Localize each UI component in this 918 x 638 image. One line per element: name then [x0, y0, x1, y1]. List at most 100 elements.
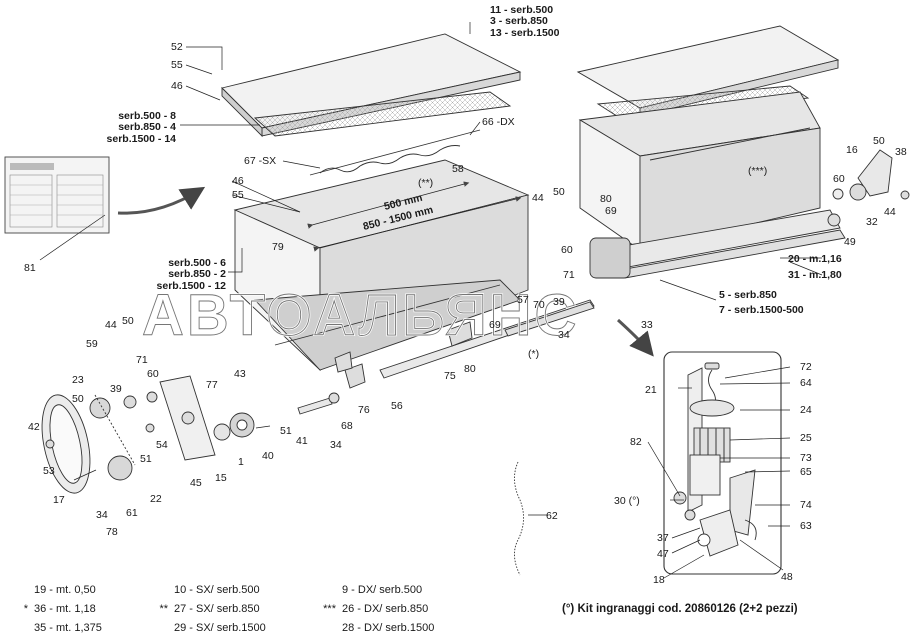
hopper-right — [576, 25, 846, 279]
legend-row: 29 - SX/ serb.1500 — [154, 619, 266, 638]
right-a-variant-1: 20 - m.1,16 — [788, 253, 842, 265]
part-number: 77 — [206, 379, 218, 391]
part-number: 50 — [873, 135, 885, 147]
right-a-variant-2: 31 - m.1,80 — [788, 269, 842, 281]
mid-b-variant-3: serb.1500 - 12 — [157, 280, 227, 292]
top-variant-2: 3 - serb.850 — [490, 15, 548, 27]
legend-column-1: 19 - mt. 0,50 * 36 - mt. 1,18 35 - mt. 1,… — [14, 581, 102, 638]
legend-row: 28 - DX/ serb.1500 — [322, 619, 434, 638]
legend-row: 35 - mt. 1,375 — [14, 619, 102, 638]
legend-mark: ** — [159, 603, 168, 615]
top-variant-1: 11 - serb.500 — [490, 4, 553, 16]
part-numbers: 52 55 46 66 -DX 67 -SX 58 46 55 79 81 44… — [24, 41, 907, 586]
legend-row: 10 - SX/ serb.500 — [154, 581, 266, 600]
part-number: 44 — [105, 319, 117, 331]
part-number: 17 — [53, 494, 65, 506]
part-number: 23 — [72, 374, 84, 386]
part-number: 80 — [600, 193, 612, 205]
part-number: 25 — [800, 432, 812, 444]
part-number: 63 — [800, 520, 812, 532]
part-number: 64 — [800, 377, 812, 389]
part-number: 55 — [232, 189, 244, 201]
part-number: 33 — [641, 319, 653, 331]
part-number: 34 — [330, 439, 342, 451]
watermark: АВТОАЛЬЯНС АВТОАЛЬЯНС — [141, 282, 578, 349]
legend-text: 9 - DX/ serb.500 — [342, 584, 423, 596]
legend-text: 35 - mt. 1,375 — [34, 622, 102, 634]
part-number: 65 — [800, 466, 812, 478]
part-number: 34 — [558, 329, 570, 341]
top-variant-labels: 11 - serb.500 3 - serb.850 13 - serb.150… — [490, 4, 560, 39]
part-number: 49 — [844, 236, 856, 248]
mid-variant-labels-b: serb.500 - 6 serb.850 - 2 serb.1500 - 12 — [157, 257, 227, 292]
part-number: 42 — [28, 421, 40, 433]
part-number: 32 — [866, 216, 878, 228]
legend-text: 19 - mt. 0,50 — [34, 584, 96, 596]
part-number: 52 — [171, 41, 183, 53]
part-number: 1 — [238, 456, 244, 468]
part-number: 68 — [341, 420, 353, 432]
legend-row: ** 27 - SX/ serb.850 — [154, 600, 266, 619]
part-number: 59 — [86, 338, 98, 350]
part-number: 21 — [645, 384, 657, 396]
part-number: 43 — [234, 368, 246, 380]
legend-mark: *** — [323, 603, 336, 615]
legend-row: * 36 - mt. 1,18 — [14, 600, 102, 619]
part-number: 39 — [110, 383, 122, 395]
part-number: 45 — [190, 477, 202, 489]
part-number: 54 — [156, 439, 168, 451]
right-b-variant-1: 5 - serb.850 — [719, 289, 777, 301]
part-number: 24 — [800, 404, 812, 416]
part-number: 46 — [171, 80, 183, 92]
part-number: 50 — [553, 186, 565, 198]
legend-column-2: 10 - SX/ serb.500 ** 27 - SX/ serb.850 29… — [154, 581, 266, 638]
part-number: 37 — [657, 532, 669, 544]
part-number: 71 — [563, 269, 575, 281]
right-variant-labels-b: 5 - serb.850 7 - serb.1500-500 — [719, 289, 804, 316]
mid-a-variant-1: serb.500 - 8 — [118, 110, 176, 122]
legend-row: *** 26 - DX/ serb.850 — [322, 600, 434, 619]
part-number: 41 — [296, 435, 308, 447]
legend-mark: * — [23, 603, 28, 615]
kit-note: (°) Kit ingranaggi cod. 20860126 (2+2 pe… — [562, 603, 798, 615]
part-number: 61 — [126, 507, 138, 519]
manual-thumbnail — [4, 156, 206, 234]
part-number: 76 — [358, 404, 370, 416]
bracket-parts — [827, 149, 910, 227]
part-number: 70 — [533, 299, 545, 311]
part-number: 60 — [561, 244, 573, 256]
part-number: 39 — [553, 296, 565, 308]
part-number: 69 — [605, 205, 617, 217]
part-number: 72 — [800, 361, 812, 373]
legend-row: 19 - mt. 0,50 — [14, 581, 102, 600]
part-number: 82 — [630, 436, 642, 448]
part-number: 47 — [657, 548, 669, 560]
part-number: 60 — [147, 368, 159, 380]
part-number: 51 — [140, 453, 152, 465]
part-number: 51 — [280, 425, 292, 437]
legend-text: 36 - mt. 1,18 — [34, 603, 96, 615]
part-number: 48 — [781, 571, 793, 583]
legend-text: 27 - SX/ serb.850 — [174, 603, 260, 615]
part-number: 57 — [517, 294, 529, 306]
part-number: 55 — [171, 59, 183, 71]
part-number: 38 — [895, 146, 907, 158]
part-number: 50 — [72, 393, 84, 405]
right-b-variant-2: 7 - serb.1500-500 — [719, 304, 804, 316]
part-number: 18 — [653, 574, 665, 586]
part-number: 53 — [43, 465, 55, 477]
part-number: 75 — [444, 370, 456, 382]
part-number: 46 — [232, 175, 244, 187]
legend-column-3: 9 - DX/ serb.500 *** 26 - DX/ serb.850 28… — [322, 581, 434, 638]
mid-b-variant-2: serb.850 - 2 — [168, 268, 226, 280]
legend-text: 26 - DX/ serb.850 — [342, 603, 429, 615]
part-number: 34 — [96, 509, 108, 521]
part-number: 74 — [800, 499, 812, 511]
legend-row: 9 - DX/ serb.500 — [322, 581, 434, 600]
part-number: 66 -DX — [482, 116, 515, 128]
part-number: 44 — [884, 206, 896, 218]
legend-text: 29 - SX/ serb.1500 — [174, 622, 266, 634]
part-number: 69 — [489, 319, 501, 331]
note-triple-star: (***) — [748, 165, 767, 177]
